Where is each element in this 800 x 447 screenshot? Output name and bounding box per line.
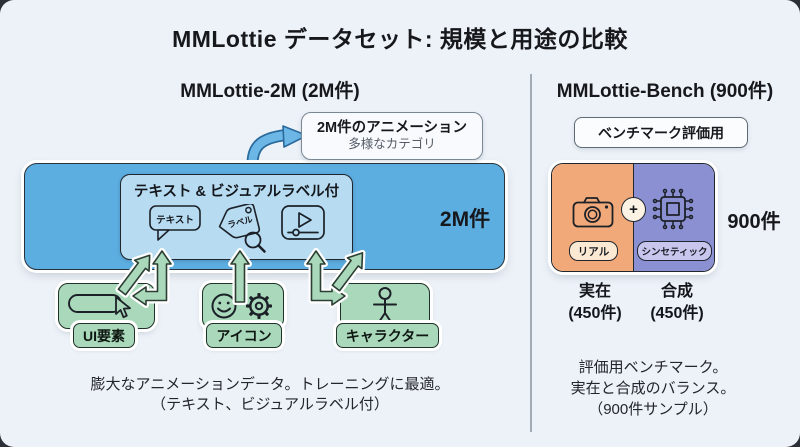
chip-icon (652, 188, 694, 230)
ui-elements-label: UI要素 (73, 323, 135, 348)
labeled-data-box: テキスト & ビジュアルラベル付 テキスト ラベル (120, 174, 353, 260)
label-tag-text: ラベル (226, 214, 254, 230)
right-footer-line2: 実在と合成のバランス。 (570, 380, 736, 397)
stick-figure-icon (373, 287, 397, 326)
right-footer-line3: （900件サンプル） (588, 401, 718, 418)
left-footer-line2: （テキスト、ビジュアルラベル付） (151, 396, 389, 413)
callout-2m-animations: 2M件のアニメーション 多様なカテゴリ (301, 112, 483, 160)
real-count-label: 実在 (450件) (555, 281, 635, 325)
callout-line1: 2M件のアニメーション (316, 120, 468, 137)
real-count-line2: (450件) (568, 305, 622, 322)
left-section-heading: MMLottie-2M (2M件) (180, 81, 360, 102)
benchmark-badge: ベンチマーク評価用 (574, 117, 748, 148)
labeled-data-title: テキスト & ビジュアルラベル付 (133, 184, 340, 200)
synthetic-pill: シンセティック (637, 241, 712, 261)
right-footer: 評価用ベンチマーク。 実在と合成のバランス。 （900件サンプル） (533, 357, 773, 420)
real-count-line1: 実在 (578, 283, 611, 300)
bench-split-box: リアル シンセティック + (551, 163, 715, 272)
icons-label: アイコン (206, 323, 282, 348)
play-animation-icon (280, 205, 325, 240)
synthetic-count-label: 合成 (450件) (637, 281, 717, 325)
synthetic-count-line1: 合成 (660, 283, 693, 300)
bench-count: 900件 (727, 211, 781, 233)
smiley-gear-icon (211, 293, 272, 319)
right-footer-line1: 評価用ベンチマーク。 (578, 359, 728, 376)
callout-line2: 多様なカテゴリ (348, 137, 436, 152)
real-pill: リアル (569, 241, 618, 261)
left-footer-line1: 膨大なアニメーションデータ。トレーニングに最適。 (90, 376, 450, 393)
camera-icon (572, 197, 614, 228)
section-divider (530, 74, 532, 432)
left-footer: 膨大なアニメーションデータ。トレーニングに最適。 （テキスト、ビジュアルラベル付… (40, 375, 500, 415)
dataset-2m-count: 2M件 (439, 208, 491, 231)
synthetic-count-line2: (450件) (650, 305, 704, 322)
right-section-heading: MMLottie-Bench (900件) (556, 81, 774, 102)
ui-button-cursor-icon (67, 294, 131, 319)
text-bubble-label: テキスト (156, 215, 194, 226)
plus-icon: + (621, 197, 646, 222)
text-bubble-icon: テキスト (148, 205, 201, 241)
page-title: MMLottie データセット: 規模と用途の比較 (172, 26, 628, 52)
magnifier-icon (244, 231, 261, 249)
label-tag-icon: ラベル (218, 204, 266, 253)
characters-label: キャラクター (336, 323, 439, 348)
